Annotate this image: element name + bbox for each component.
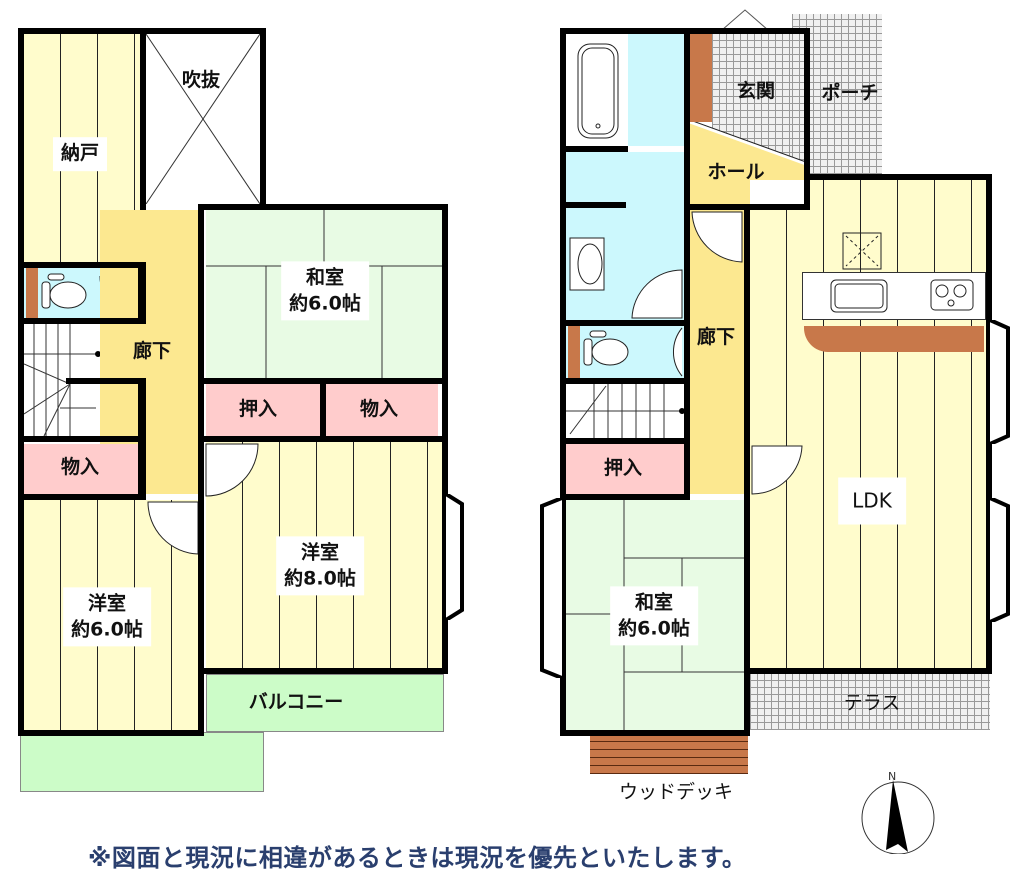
room-genkan-label: 玄関 [736, 80, 776, 103]
closet-oshiire-1f-label: 押入 [603, 457, 643, 480]
toilet-wall-panel [26, 268, 38, 320]
wood-deck-label: ウッドデッキ [618, 781, 734, 804]
shoe-cabinet [690, 34, 712, 122]
wall [744, 210, 750, 736]
room-hall-label: ホール [707, 161, 765, 184]
range-hood-icon [842, 232, 882, 270]
wall [18, 318, 146, 324]
sink-icon [569, 237, 605, 291]
kitchen-bar-counter [804, 326, 984, 352]
wall [684, 28, 690, 500]
north-arrow-icon [861, 780, 935, 855]
closet-monoire-left-label: 物入 [60, 456, 100, 479]
room-terrace [750, 674, 990, 730]
room-yoshitsu-8-label: 洋室約8.0帖 [276, 536, 364, 596]
bay-window-icon [540, 498, 562, 678]
stairs-1f [566, 384, 685, 438]
entrance-arrow-icon [721, 9, 769, 31]
room-void-label: 吹抜 [181, 69, 221, 92]
wall [198, 204, 204, 732]
void-cross-icon [146, 34, 260, 204]
room-washitsu-1f-label: 和室約6.0帖 [610, 586, 698, 646]
wall [140, 28, 146, 210]
closet-monoire-right-label: 物入 [359, 398, 399, 421]
wall [986, 174, 992, 674]
room-void [146, 34, 260, 204]
room-corridor-2f-label: 廊下 [132, 340, 172, 363]
bay-window-icon [446, 494, 464, 620]
closet-monoire-left [24, 444, 138, 494]
room-corridor-1f-label: 廊下 [696, 326, 736, 349]
room-washitsu-2f-label: 和室約6.0帖 [281, 261, 369, 321]
wall [18, 28, 24, 736]
bathtub-icon [577, 43, 619, 139]
wall [320, 378, 326, 440]
stove-icon [930, 279, 974, 311]
room-storage-label: 納戸 [52, 137, 108, 171]
wall [18, 436, 146, 442]
door-swing-icon [673, 327, 683, 377]
wall [560, 378, 690, 384]
room-balcony-label: バルコニー [248, 691, 344, 714]
closet-monoire-right [326, 384, 438, 436]
closet-oshiire-1f [566, 444, 684, 494]
wall [690, 204, 810, 210]
room-ldk [750, 180, 986, 668]
wall [560, 202, 626, 208]
room-corridor-2f-upper [146, 210, 198, 494]
bay-window-icon [990, 320, 1010, 444]
toilet-icon [583, 330, 629, 366]
toilet-icon [41, 273, 87, 309]
wall [198, 436, 448, 442]
bay-window-icon [990, 498, 1010, 622]
stairs-icon [23, 324, 101, 437]
compass-north-label: N [888, 770, 897, 783]
wall [66, 378, 146, 384]
wall [198, 204, 448, 210]
wall [804, 28, 810, 210]
wall [560, 438, 690, 444]
wall [560, 494, 690, 500]
room-porch-label: ポーチ [821, 82, 879, 105]
toilet-wall-panel [568, 326, 580, 378]
wall [260, 28, 266, 210]
north-compass: N [858, 770, 940, 855]
room-balcony-lower [20, 732, 264, 792]
door-swing-icon [631, 269, 683, 319]
wall [804, 174, 992, 180]
stairs-icon [566, 384, 685, 438]
wall [18, 494, 146, 500]
closet-oshiire-2f [206, 384, 320, 436]
closet-oshiire-2f-label: 押入 [238, 398, 278, 421]
door-swing-icon [751, 445, 803, 495]
wall [138, 262, 146, 324]
wall [560, 146, 628, 152]
door-swing-icon [147, 501, 199, 555]
wall [560, 730, 750, 736]
room-terrace-label: テラス [843, 692, 901, 715]
room-yoshitsu-6-label: 洋室約6.0帖 [63, 587, 151, 647]
disclaimer-note: ※図面と現況に相違があるときは現況を優先といたします。 [88, 844, 747, 872]
wall [18, 730, 204, 736]
wall [198, 668, 448, 674]
wall [744, 668, 992, 674]
wall [560, 320, 690, 326]
room-balcony [206, 674, 444, 732]
door-swing-icon [691, 211, 743, 263]
wall [18, 262, 146, 268]
door-swing-icon [205, 443, 259, 497]
room-ldk-label: LDK [838, 477, 906, 525]
kitchen-sink-icon [830, 279, 888, 313]
wood-deck [590, 736, 748, 774]
